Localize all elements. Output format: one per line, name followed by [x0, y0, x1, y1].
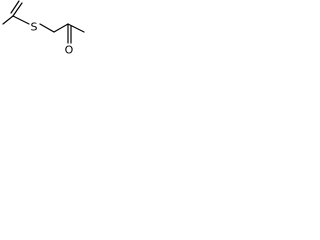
chemical-structure-canvas: S O [0, 0, 90, 59]
bond-c2-to-ch2 [12, 2, 23, 17]
bond-c2-to-ch2-double [10, 0, 20, 14]
oxygen-atom-label: O [65, 44, 74, 57]
sulfur-atom-label: S [31, 21, 38, 34]
bond-sulfur-to-ch2 [39, 23, 55, 33]
bond-methyl-to-c2 [2, 15, 14, 25]
bond-carbonyl-to-methyl [67, 23, 85, 33]
bond-ch2-to-carbonyl [53, 23, 69, 33]
chemical-structure-diagram: S O [2, 0, 85, 57]
bond-c2-to-sulfur [12, 15, 30, 25]
